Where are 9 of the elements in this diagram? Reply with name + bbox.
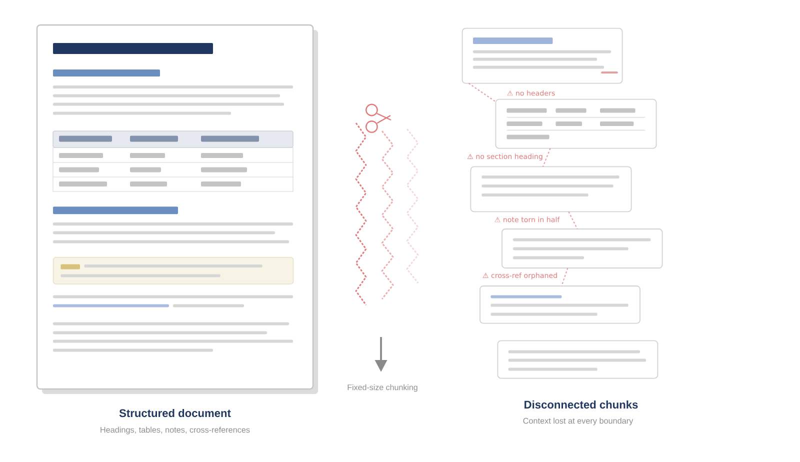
caption: Fixed-size chunking (348, 384, 418, 392)
dotted-line (568, 211, 578, 230)
dotted-line (561, 268, 568, 286)
caption: Structured document (119, 408, 231, 418)
subcaption: Headings, tables, notes, cross-references (100, 426, 250, 434)
subcaption: Context lost at every boundary (523, 418, 634, 426)
dotted-line (468, 82, 496, 102)
dotted-line (542, 148, 551, 167)
caption: Disconnected chunks (524, 400, 638, 409)
